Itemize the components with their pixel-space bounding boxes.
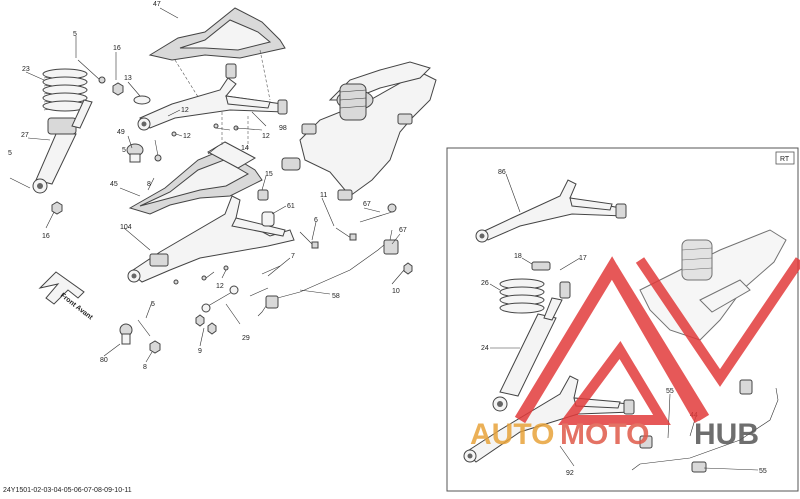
watermark-logo: AUTO MOTO HUB [470, 256, 800, 451]
inset-upper-a-arm [475, 179, 627, 243]
callout-104: 104 [120, 224, 132, 231]
callout-9: 9 [198, 348, 202, 355]
watermark-hub: HUB [694, 418, 759, 451]
callout-5: 5 [73, 31, 77, 38]
watermark-auto: AUTO [470, 418, 554, 451]
callout-24: 24 [481, 345, 489, 352]
callout-5: 5 [8, 150, 12, 157]
lower-a-arm [127, 195, 295, 283]
watermark-moto: MOTO [560, 418, 649, 451]
callout-98: 98 [279, 125, 287, 132]
callout-14: 14 [241, 145, 249, 152]
nut [112, 82, 124, 96]
callout-61: 61 [287, 203, 295, 210]
callout-16: 16 [113, 45, 121, 52]
callout-12: 12 [183, 133, 191, 140]
inset-tag: RT [780, 156, 790, 163]
inset-sway-bar [631, 379, 779, 473]
spring-23 [42, 68, 88, 112]
front-arrow: Front Avant [38, 271, 94, 322]
callout-13: 13 [124, 75, 132, 82]
callout-55: 55 [759, 468, 767, 475]
callout-12: 12 [216, 283, 224, 290]
callout-15: 15 [265, 171, 273, 178]
callout-10: 10 [392, 288, 400, 295]
callout-47: 47 [153, 1, 161, 8]
frame [281, 61, 437, 201]
callout-67: 67 [399, 227, 407, 234]
callout-12: 12 [262, 133, 270, 140]
callout-23: 23 [22, 66, 30, 73]
callout-12: 12 [181, 107, 189, 114]
callout-55: 55 [666, 388, 674, 395]
inset-shock [492, 297, 563, 412]
inset-tag-box [775, 151, 795, 165]
callout-29: 29 [242, 335, 250, 342]
callout-86: 86 [498, 169, 506, 176]
upper-a-arm [137, 63, 288, 131]
callout-26: 26 [481, 280, 489, 287]
callout-18: 18 [514, 253, 522, 260]
callout-67: 67 [363, 201, 371, 208]
callout-45: 45 [110, 181, 118, 188]
callout-16: 16 [42, 233, 50, 240]
callout-6: 6 [314, 217, 318, 224]
callout-5: 5 [151, 301, 155, 308]
callout-5: 5 [122, 147, 126, 154]
sway-bar [257, 229, 399, 317]
inset-spring [499, 278, 545, 314]
callout-80: 80 [100, 357, 108, 364]
callout-8: 8 [147, 181, 151, 188]
shock-absorber [32, 99, 93, 194]
callout-11: 11 [320, 192, 327, 199]
lower-skid-plate [128, 141, 263, 215]
callout-17: 17 [579, 255, 587, 262]
callout-27: 27 [21, 132, 29, 139]
callout-92: 92 [566, 470, 574, 477]
callout-58: 58 [332, 293, 340, 300]
upper-skid-plate [148, 7, 286, 61]
callout-49: 49 [117, 129, 125, 136]
callout-7: 7 [291, 253, 295, 260]
circlip [133, 95, 151, 105]
callout-8: 8 [143, 364, 147, 371]
diagram-reference-code: 24Y1501-02-03-04-05-06-07-08-09-10-11 [3, 487, 132, 494]
